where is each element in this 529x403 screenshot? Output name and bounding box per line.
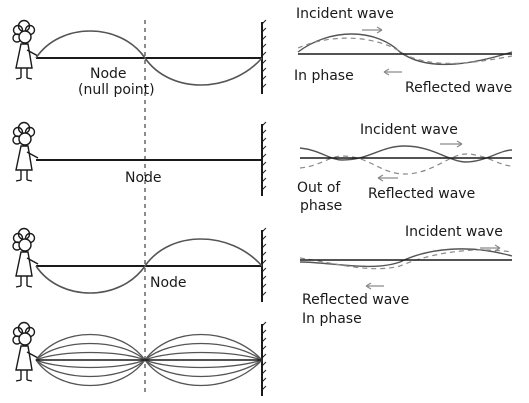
node-label: Node <box>90 66 127 82</box>
node-label: Node <box>150 275 187 291</box>
wall-icon <box>262 228 266 302</box>
null-point-label: (null point) <box>78 82 155 98</box>
reflected-arrow <box>384 69 402 75</box>
wall-icon <box>262 20 266 94</box>
child-figure <box>13 123 38 182</box>
incident-arrow <box>362 27 382 33</box>
panel-2: Node Incident wave Out of phase Reflecte… <box>13 122 512 214</box>
reflected-wave-curve <box>300 154 512 174</box>
incident-arrow <box>440 141 462 147</box>
incident-wave-curve <box>300 249 512 267</box>
reflected-arrow <box>378 175 398 181</box>
incident-wave-curve <box>300 146 512 162</box>
panel-1: Node (null point) Incident wave In phase… <box>13 6 512 98</box>
reflected-wave-label: Reflected wave <box>302 292 409 308</box>
child-figure <box>13 21 38 80</box>
reflected-arrow <box>366 283 384 289</box>
reflected-wave-curve <box>298 38 512 63</box>
wall-icon <box>262 322 266 396</box>
incident-wave-label: Incident wave <box>296 6 394 22</box>
phase-label: phase <box>300 198 342 214</box>
node-label: Node <box>125 170 162 186</box>
child-figure <box>13 323 38 382</box>
reflected-wave-label: Reflected wave <box>368 186 475 202</box>
incident-wave-curve <box>298 34 512 64</box>
in-phase-label: In phase <box>302 311 362 327</box>
panel-3: Node Incident wave Reflected wave In pha… <box>13 224 512 327</box>
out-of-label: Out of <box>297 180 341 196</box>
incident-wave-label: Incident wave <box>405 224 503 240</box>
in-phase-label: In phase <box>294 68 354 84</box>
wall-icon <box>262 122 266 196</box>
reflected-wave-label: Reflected wave <box>405 80 512 96</box>
incident-wave-label: Incident wave <box>360 122 458 138</box>
child-figure <box>13 229 38 288</box>
panel-4 <box>13 322 266 396</box>
